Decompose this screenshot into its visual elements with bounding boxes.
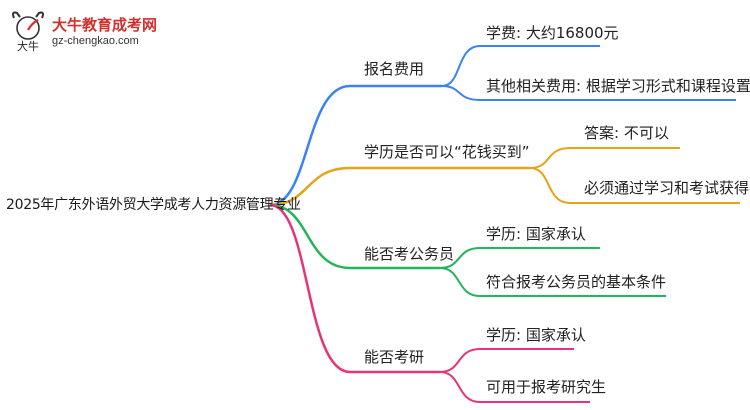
- connector-root-civil: [269, 203, 440, 270]
- leaf-buy-study: 必须通过学习和考试获得学历: [584, 179, 750, 197]
- connector-fee-2: [441, 85, 736, 101]
- connector-fee-1: [441, 45, 600, 87]
- leaf-fee-other: 其他相关费用: 根据学习形式和课程设置而异: [486, 77, 750, 95]
- connector-civil-1: [439, 247, 600, 269]
- site-logo: 大牛 大牛教育成考网 gz-chengkao.com: [8, 8, 178, 54]
- logo-url: gz-chengkao.com: [52, 35, 139, 47]
- root-node: 2025年广东外语外贸大学成考人力资源管理专业: [6, 197, 301, 213]
- leaf-fee-tuition: 学费: 大约16800元: [486, 24, 619, 42]
- leaf-civil-recognized: 学历: 国家承认: [486, 225, 586, 243]
- leaf-grad-recognized: 学历: 国家承认: [486, 326, 586, 344]
- connector-grad-1: [439, 348, 574, 373]
- connector-root-buy: [269, 166, 530, 207]
- branch-civil-service: 能否考公务员: [364, 245, 455, 263]
- connector-civil-2: [439, 267, 666, 297]
- branch-grad-exam: 能否考研: [364, 348, 425, 366]
- logo-title: 大牛教育成考网: [52, 16, 158, 34]
- leaf-buy-answer: 答案: 不可以: [584, 124, 669, 142]
- branch-buy-degree: 学历是否可以“花钱买到”: [364, 143, 530, 161]
- connector-root-fee: [269, 84, 442, 207]
- bull-mascot-icon: 大牛: [12, 11, 44, 53]
- connector-root-grad: [269, 203, 440, 374]
- leaf-civil-eligible: 符合报考公务员的基本条件: [486, 273, 667, 291]
- logo-mark-text: 大牛: [17, 39, 39, 53]
- connector-buy-2: [529, 167, 740, 204]
- leaf-grad-apply: 可用于报考研究生: [486, 378, 607, 396]
- branch-fee: 报名费用: [364, 60, 425, 78]
- connector-grad-2: [439, 371, 590, 403]
- connector-buy-1: [529, 147, 680, 169]
